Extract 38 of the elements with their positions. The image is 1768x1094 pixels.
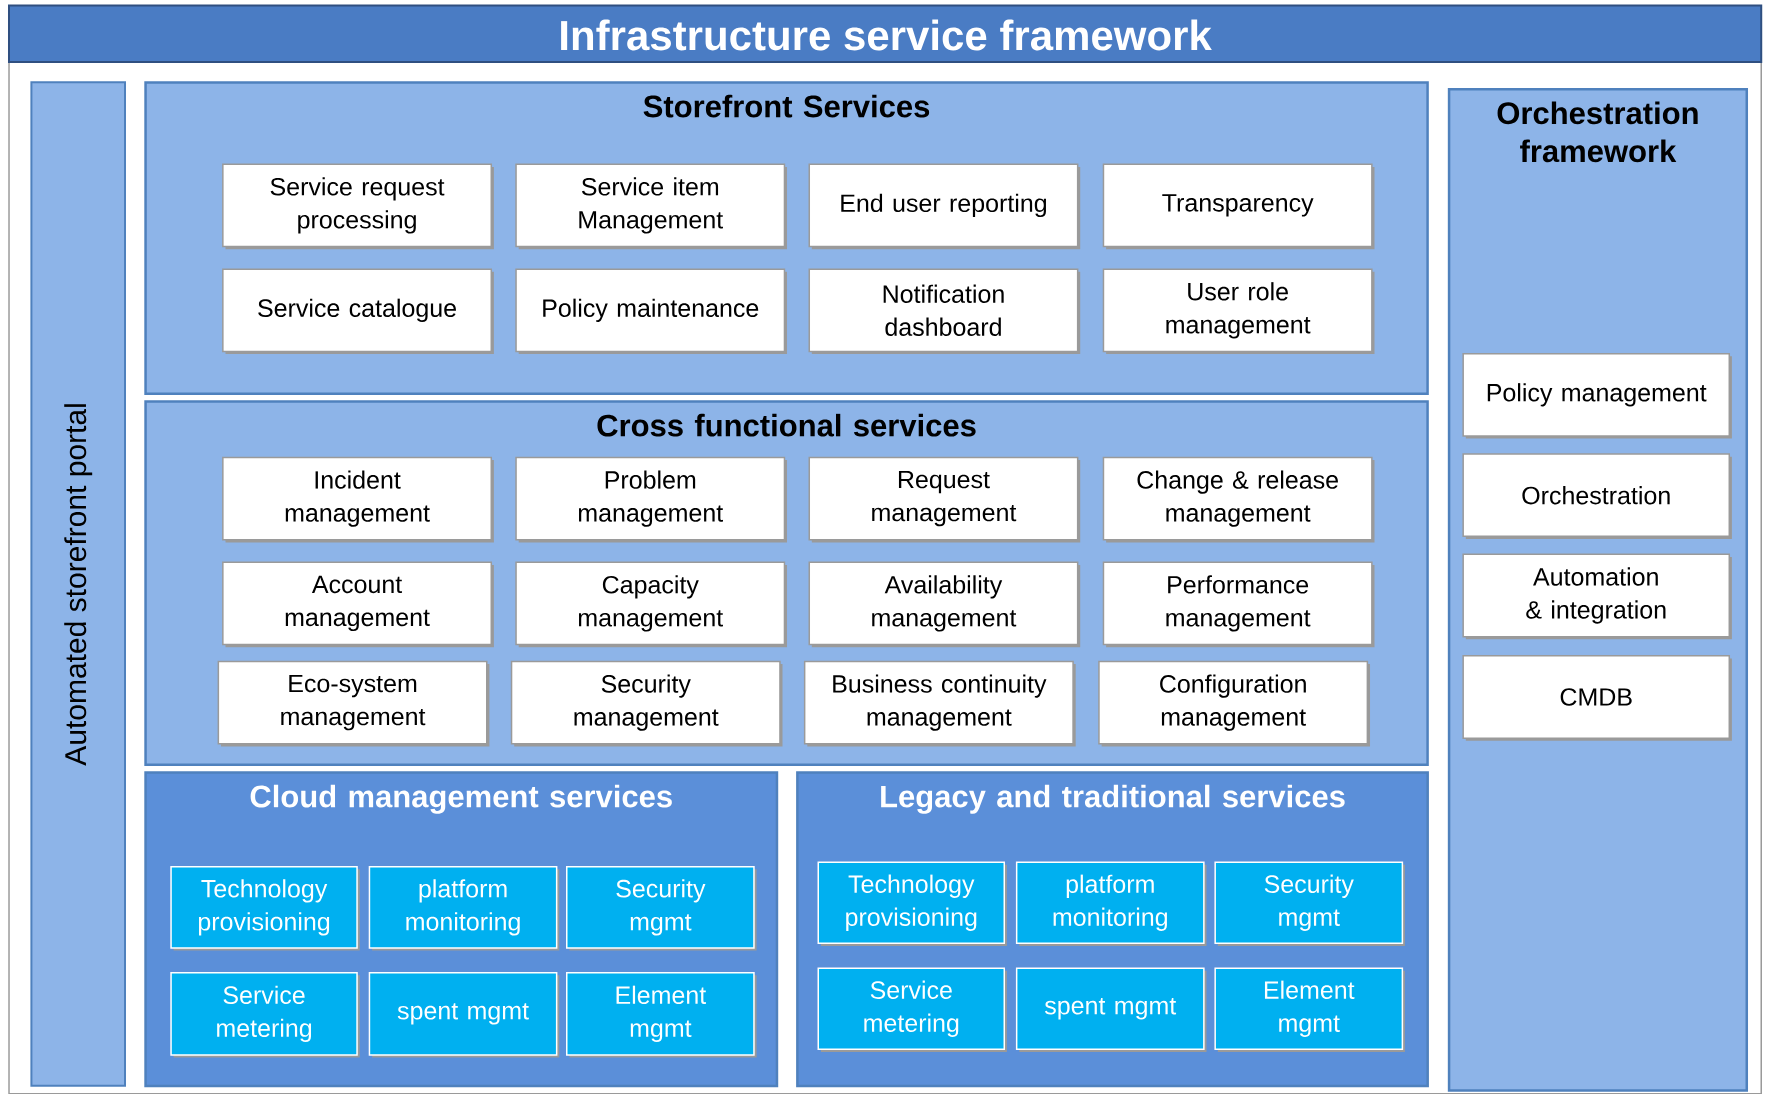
service-box: Request management xyxy=(808,456,1081,543)
service-box: Service catalogue xyxy=(222,268,494,355)
service-box: platform monitoring xyxy=(1015,861,1207,946)
service-box: End user reporting xyxy=(808,163,1081,250)
service-box: Policy maintenance xyxy=(515,268,787,355)
service-box: Capacity management xyxy=(515,561,787,648)
service-box: Service metering xyxy=(817,967,1007,1052)
title-bar: Infrastructure service framework xyxy=(8,4,1763,63)
service-box: Change & release management xyxy=(1102,456,1375,543)
service-box: Technology provisioning xyxy=(170,866,360,951)
service-box: Security mgmt xyxy=(1214,861,1405,946)
service-box: Performance management xyxy=(1102,561,1375,648)
service-box: Security mgmt xyxy=(566,866,757,951)
service-box: CMDB xyxy=(1462,655,1732,741)
service-box: Security management xyxy=(510,660,783,747)
service-box: Notification dashboard xyxy=(808,268,1081,355)
service-box: Eco-system management xyxy=(217,660,490,747)
service-box: Configuration management xyxy=(1098,660,1370,747)
service-box: Service metering xyxy=(170,971,360,1058)
service-box: Business continuity management xyxy=(803,660,1076,747)
service-box: Element mgmt xyxy=(1214,967,1405,1052)
service-box: Policy management xyxy=(1462,352,1732,439)
service-box: Incident management xyxy=(222,456,494,543)
service-box: User role management xyxy=(1102,268,1375,355)
service-box: platform monitoring xyxy=(368,866,560,951)
service-box: Availability management xyxy=(808,561,1081,648)
service-box: Automation & integration xyxy=(1462,553,1732,640)
service-box: Service item Management xyxy=(515,163,787,250)
service-box: Orchestration xyxy=(1462,453,1732,539)
service-box: Account management xyxy=(222,561,494,648)
service-box: Technology provisioning xyxy=(817,861,1007,946)
side-band: Automated storefront portal xyxy=(30,81,126,1087)
service-box: Problem management xyxy=(515,456,787,543)
service-box: Transparency xyxy=(1102,163,1375,250)
service-box: spent mgmt xyxy=(368,971,560,1058)
service-box: Service request processing xyxy=(222,163,494,250)
service-box: spent mgmt xyxy=(1015,967,1207,1052)
service-box: Element mgmt xyxy=(566,971,757,1058)
